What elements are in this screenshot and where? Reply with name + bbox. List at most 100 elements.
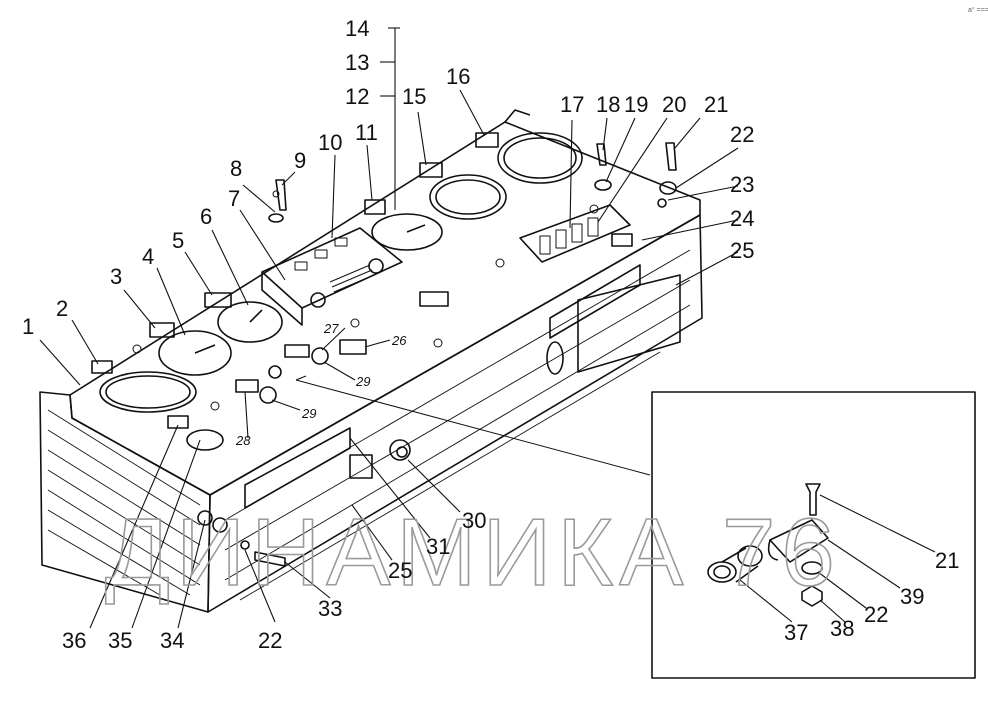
callout-15: 15 [402, 84, 426, 109]
callout-6: 6 [200, 204, 212, 229]
nut-34b [212, 517, 228, 533]
screw-18 [596, 143, 607, 166]
switch-knob [368, 258, 384, 274]
leader-lines [39, 27, 739, 629]
gauge-large-rear [497, 132, 583, 184]
callout-30: 30 [462, 508, 486, 533]
watermark: ДИНАМИКА 76 [105, 499, 841, 606]
callout-16: 16 [446, 64, 470, 89]
bolt-33 [254, 551, 286, 567]
callout-14: 14 [345, 16, 369, 41]
gauge-6 [217, 301, 283, 343]
callout-36: 36 [62, 628, 86, 653]
label-strip-upper [549, 264, 641, 339]
screw-21-inset [805, 483, 821, 516]
lamp-cover-lower [349, 454, 373, 479]
washer-22-inset [801, 561, 823, 575]
panel-left-face [39, 391, 211, 613]
callout-33: 33 [318, 596, 342, 621]
grommet-22 [240, 540, 250, 550]
callout-18: 18 [596, 92, 620, 117]
callout-labels: 1 2 3 4 5 6 7 8 9 10 11 12 13 14 15 16 1… [22, 16, 959, 653]
indicator-plate-15 [419, 162, 443, 178]
callout-5: 5 [172, 228, 184, 253]
gauge-4 [158, 330, 232, 376]
inset-callout-38: 38 [830, 616, 854, 641]
bracket-39 [769, 519, 829, 563]
washer-8 [268, 213, 284, 223]
callout-17: 17 [560, 92, 584, 117]
callout-29-upper: 29 [355, 374, 370, 389]
corner-mark: a° === [968, 6, 988, 14]
switch-block [519, 204, 631, 263]
left-face-shading [47, 409, 201, 596]
callout-26: 26 [391, 333, 407, 348]
screw-21 [665, 142, 677, 171]
callout-22-lower: 22 [258, 628, 282, 653]
nut-34 [197, 510, 213, 526]
callout-12: 12 [345, 84, 369, 109]
callout-20: 20 [662, 92, 686, 117]
indicator-plate-5 [204, 292, 232, 308]
indicator-plate-27 [339, 339, 367, 355]
large-gauge-left [99, 371, 197, 413]
callout-24: 24 [730, 206, 754, 231]
inset-callout-37: 37 [784, 620, 808, 645]
label-strip-lower [244, 427, 351, 509]
rear-flange [504, 109, 531, 123]
projection-line [295, 379, 651, 476]
inset-callout-22: 22 [864, 602, 888, 627]
gauge-large-mid [429, 174, 507, 220]
callout-10: 10 [318, 130, 342, 155]
indicator-plate-16 [475, 132, 499, 148]
callout-31: 31 [426, 534, 450, 559]
callout-29-lower: 29 [301, 406, 316, 421]
callout-25-lower: 25 [388, 558, 412, 583]
callout-34: 34 [160, 628, 184, 653]
callout-7: 7 [228, 186, 240, 211]
callout-1: 1 [22, 314, 34, 339]
switch-36 [186, 429, 224, 451]
knob-29-lower [259, 386, 277, 404]
screw-9 [275, 179, 287, 211]
bushing-37 [707, 545, 763, 583]
callout-4: 4 [142, 244, 154, 269]
inset-callout-39: 39 [900, 584, 924, 609]
panel-top-face [69, 121, 701, 496]
callout-3: 3 [110, 264, 122, 289]
callout-35: 35 [108, 628, 132, 653]
indicator-plate-24 [611, 233, 633, 247]
indicator-plate-3 [149, 322, 175, 338]
switch-knob [310, 292, 326, 308]
callout-23: 23 [730, 172, 754, 197]
indicator-plate-35 [167, 415, 189, 429]
callout-25-upper: 25 [730, 238, 754, 263]
callout-13: 13 [345, 50, 369, 75]
nut-23 [657, 198, 667, 208]
warning-lamp-block [261, 227, 403, 309]
callout-27: 27 [323, 321, 339, 336]
nut-38 [801, 585, 823, 607]
callout-28: 28 [235, 433, 251, 448]
callout-9: 9 [294, 148, 306, 173]
knob [268, 365, 282, 379]
indicator-plate-26 [419, 291, 449, 307]
washer-19 [594, 179, 612, 191]
indicator-plate [284, 344, 310, 358]
callout-22: 22 [730, 122, 754, 147]
callout-11: 11 [355, 120, 378, 145]
inset-detail-box [651, 391, 976, 679]
callout-21: 21 [704, 92, 728, 117]
lamp-cover-end [546, 341, 564, 375]
inset-leader-lines [739, 494, 936, 623]
gauge-14 [371, 213, 443, 251]
lamp-cover-25 [577, 274, 681, 373]
indicator-plate-2 [91, 360, 113, 374]
knob-29-upper [311, 347, 329, 365]
callout-2: 2 [56, 296, 68, 321]
inset-callout-21: 21 [935, 548, 959, 573]
callout-8: 8 [230, 156, 242, 181]
indicator-plate-11 [364, 199, 386, 215]
